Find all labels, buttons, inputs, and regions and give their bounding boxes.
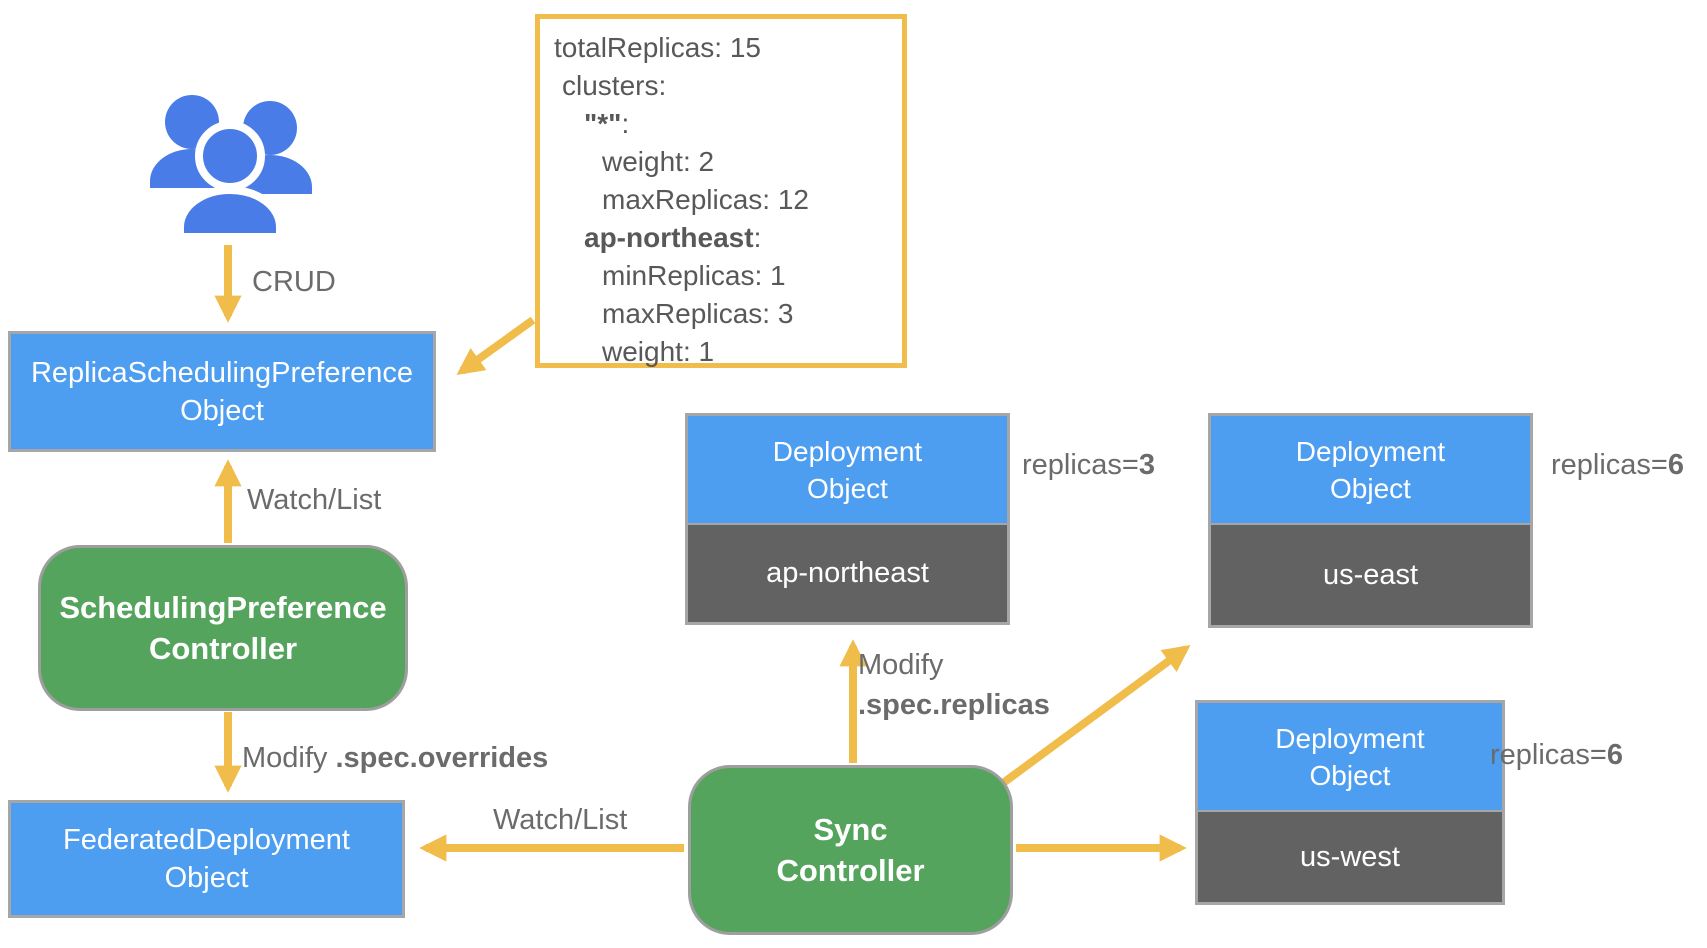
users-icon	[140, 88, 320, 248]
spec-to-rsp-arrow	[456, 316, 536, 375]
sync-controller-node: Sync Controller	[688, 765, 1013, 935]
node-label: Controller	[776, 853, 925, 888]
federated-deployment-object-node: FederatedDeployment Object	[8, 800, 405, 918]
deployment-object-label: Deployment Object	[1198, 703, 1502, 812]
yaml-line: maxReplicas: 3	[602, 298, 794, 329]
node-label: Object	[180, 394, 264, 427]
node-label: Object	[164, 862, 249, 894]
replicas-us-east-label: replicas=6	[1551, 449, 1685, 481]
replica-scheduling-spec-box: totalReplicas: 15 clusters: "*": weight:…	[535, 14, 907, 368]
node-label: SchedulingPreference	[59, 590, 387, 625]
deployment-object-label: Deployment Object	[688, 416, 1007, 525]
cluster-name-label: ap-northeast	[688, 525, 1007, 622]
node-label: Sync	[813, 812, 888, 847]
deployment-object-label: Deployment Object	[1211, 416, 1530, 525]
yaml-line: minReplicas: 1	[602, 260, 786, 291]
replicas-ap-label: replicas=3	[1022, 449, 1156, 481]
node-label: ReplicaSchedulingPreference	[30, 356, 414, 389]
yaml-line: maxReplicas: 12	[602, 184, 809, 215]
node-label: Controller	[148, 631, 298, 666]
yaml-line: ap-northeast:	[584, 222, 762, 253]
cluster-name-label: us-west	[1198, 812, 1502, 902]
crud-label: CRUD	[252, 266, 336, 298]
replicas-us-west-label: replicas=6	[1490, 739, 1624, 771]
yaml-line: weight: 1	[602, 336, 715, 367]
scheduling-preference-controller-node: SchedulingPreference Controller	[38, 545, 408, 711]
yaml-line: weight: 2	[602, 146, 715, 177]
watch-list-top-label: Watch/List	[247, 484, 382, 516]
yaml-line: clusters:	[562, 70, 667, 101]
modify-replicas-label: Modify .spec.replicas	[858, 649, 1050, 721]
deployment-ap-northeast-node: Deployment Object ap-northeast	[685, 413, 1010, 625]
deployment-us-west-node: Deployment Object us-west	[1195, 700, 1505, 905]
node-label: FederatedDeployment	[63, 824, 350, 856]
cluster-name-label: us-east	[1211, 525, 1530, 625]
modify-overrides-label: Modify .spec.overrides	[242, 742, 549, 774]
yaml-line: totalReplicas: 15	[554, 32, 762, 63]
watch-list-bottom-label: Watch/List	[493, 804, 628, 836]
deployment-us-east-node: Deployment Object us-east	[1208, 413, 1533, 628]
yaml-line: "*":	[584, 108, 630, 139]
replica-scheduling-preference-object-node: ReplicaSchedulingPreference Object	[8, 331, 436, 452]
